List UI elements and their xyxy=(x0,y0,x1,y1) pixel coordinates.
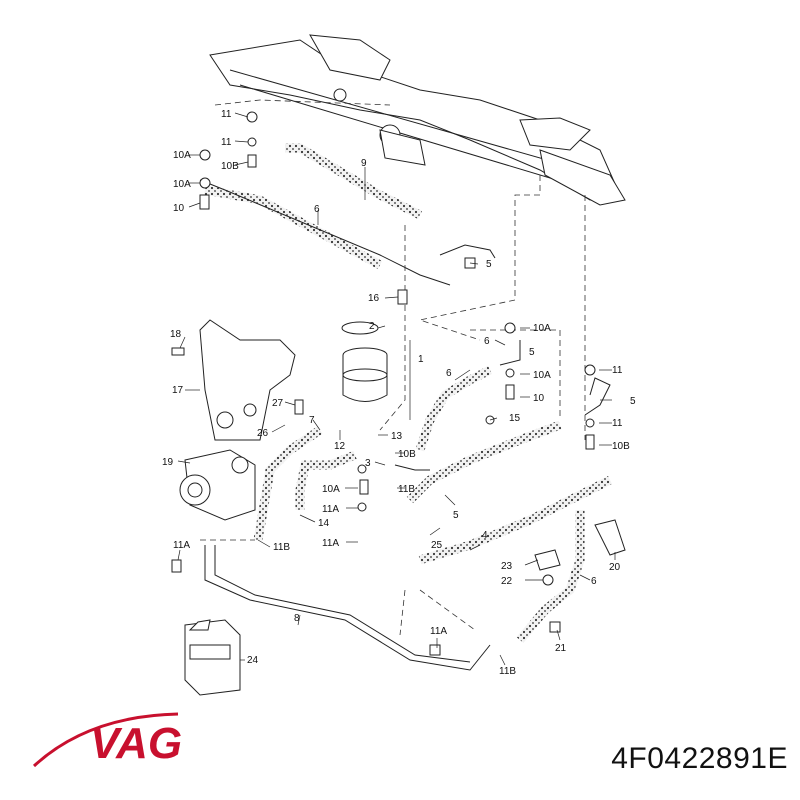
dashed-guides xyxy=(200,99,586,636)
callout-26: 22 xyxy=(501,576,513,587)
callout-11: 10A xyxy=(533,370,551,381)
callout-15: 11B xyxy=(499,666,516,677)
callout-16: 12 xyxy=(334,441,346,452)
callout-11: 10A xyxy=(533,323,551,334)
callout-20: 16 xyxy=(368,293,380,304)
leader-lines xyxy=(177,112,616,666)
callout-14: 11A xyxy=(173,540,190,551)
callout-6: 6 xyxy=(314,204,320,215)
callout-11A: 11A xyxy=(322,504,339,515)
pump-bracket xyxy=(199,319,296,441)
callout-9: 9 xyxy=(361,158,367,169)
callout-4: 4 xyxy=(482,530,488,541)
callout-6: 6 xyxy=(591,576,597,587)
callout-11: 10A xyxy=(173,150,191,161)
callout-27: 23 xyxy=(501,561,513,572)
callout-31: 27 xyxy=(272,398,284,409)
callout-28: 24 xyxy=(247,655,259,666)
callout-10: 10 xyxy=(533,393,545,404)
callout-8: 8 xyxy=(294,613,300,624)
callout-6: 6 xyxy=(446,368,452,379)
callout-13: 11 xyxy=(612,418,623,429)
callout-7: 7 xyxy=(309,415,315,426)
callout-5: 5 xyxy=(630,396,636,407)
callout-25: 21 xyxy=(555,643,567,654)
steering-rack xyxy=(209,34,626,206)
callout-18: 14 xyxy=(318,518,330,529)
hardware xyxy=(171,111,626,656)
callout-24: 20 xyxy=(609,562,621,573)
fluid-can xyxy=(184,619,241,696)
part-number: 4F0422891E xyxy=(611,742,788,775)
callout-5: 5 xyxy=(453,510,459,521)
callout-14: 11A xyxy=(430,626,447,637)
callout-23: 19 xyxy=(162,457,174,468)
power-steering-pump xyxy=(179,449,256,521)
callout-13: 11 xyxy=(612,365,623,376)
callout-labels: 11 11 10B 10A 10A 10 9 6 16 5 2 1 10A 6 … xyxy=(162,109,636,677)
callout-1: 1 xyxy=(418,354,424,365)
callout-19: 15 xyxy=(509,413,521,424)
callout-2: 2 xyxy=(369,321,375,332)
vag-logo: VAG xyxy=(32,712,182,768)
callout-21: 17 xyxy=(172,385,184,396)
callout-17: 13 xyxy=(391,431,403,442)
callout-5: 5 xyxy=(529,347,535,358)
callout-15: 11B xyxy=(273,542,290,553)
callout-12: 10B xyxy=(612,441,630,452)
callout-6: 6 xyxy=(484,336,490,347)
callout-3: 3 xyxy=(365,458,371,469)
callout-11B: 11B xyxy=(398,484,415,495)
vag-logo-text: VAG xyxy=(90,719,182,768)
callout-13: 11 xyxy=(221,137,232,148)
callout-22: 18 xyxy=(170,329,182,340)
callout-10: 10 xyxy=(173,203,185,214)
callout-5: 5 xyxy=(486,259,492,270)
callout-10B: 10B xyxy=(398,449,416,460)
callout-11A: 11A xyxy=(322,538,339,549)
callout-10A: 10A xyxy=(322,484,340,495)
callout-12: 10B xyxy=(221,161,239,172)
callout-11: 10A xyxy=(173,179,191,190)
hose-lines xyxy=(199,143,613,671)
callout-30: 26 xyxy=(257,428,269,439)
callout-13: 11 xyxy=(221,109,232,120)
callout-29: 25 xyxy=(431,540,443,551)
fluid-reservoir xyxy=(341,321,388,402)
